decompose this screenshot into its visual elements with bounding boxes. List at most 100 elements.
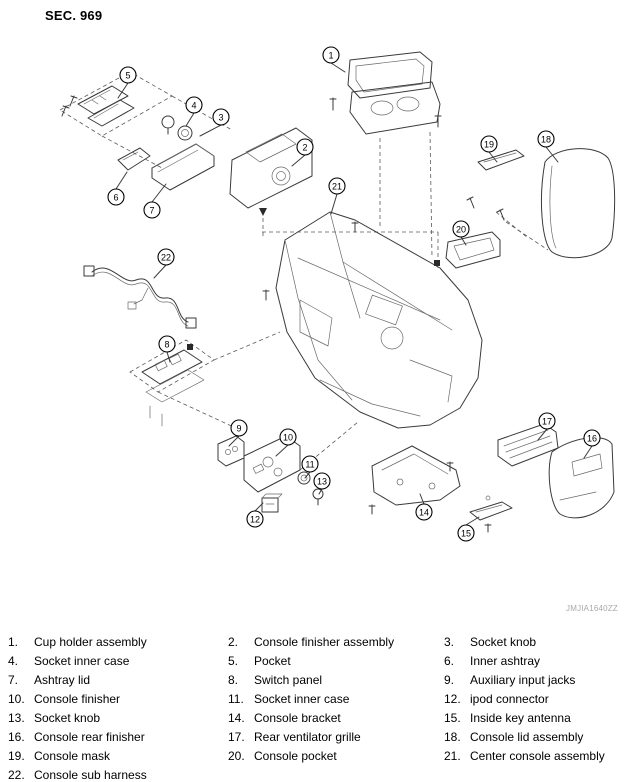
svg-text:13: 13 <box>317 477 327 487</box>
part-console-bracket <box>371 445 461 506</box>
callout-5: 5 <box>119 66 137 84</box>
legend-item-number: 15. <box>444 711 461 725</box>
parts-legend: 1. Cup holder assembly 2. Console finish… <box>8 636 618 782</box>
legend-item-1: 1. Cup holder assembly <box>8 636 228 649</box>
legend-item-10: 10. Console finisher <box>8 693 228 706</box>
arrow-down-icon <box>259 208 267 216</box>
legend-item-number: 6. <box>444 654 455 668</box>
legend-item-label: Cup holder assembly <box>34 635 147 649</box>
part-socket-knob-13 <box>312 488 324 506</box>
legend-item-number: 14. <box>228 711 245 725</box>
legend-item-label: Auxiliary input jacks <box>470 673 576 687</box>
part-socket-inner-case-4 <box>177 125 193 141</box>
exploded-diagram-svg: 1 2 3 4 5 6 7 8 9 10 11 12 13 14 15 16 1… <box>59 46 616 542</box>
svg-text:1: 1 <box>328 51 333 61</box>
svg-text:10: 10 <box>283 433 293 443</box>
legend-item-label: Console sub harness <box>34 768 147 782</box>
part-console-rear-finisher <box>548 437 615 519</box>
legend-item-label: ipod connector <box>470 692 549 706</box>
part-ipod-connector <box>261 493 283 513</box>
callout-16: 16 <box>583 429 601 447</box>
legend-item-20: 20. Console pocket <box>228 750 444 763</box>
svg-text:11: 11 <box>305 460 314 470</box>
callout-9: 9 <box>230 419 248 437</box>
legend-item-label: Socket knob <box>470 635 537 649</box>
legend-item-number: 7. <box>8 673 19 687</box>
part-console-mask <box>477 149 525 171</box>
figure-id: JMJIA1640ZZ <box>566 604 618 613</box>
svg-text:5: 5 <box>125 71 130 81</box>
svg-text:20: 20 <box>456 225 466 235</box>
legend-item-14: 14. Console bracket <box>228 712 444 725</box>
legend-item-label: Console lid assembly <box>470 730 584 744</box>
callout-11: 11 <box>301 455 319 473</box>
legend-item-17: 17. Rear ventilator grille <box>228 731 444 744</box>
legend-item-number: 18. <box>444 730 461 744</box>
callout-19: 19 <box>480 135 498 153</box>
svg-text:15: 15 <box>461 529 471 539</box>
legend-item-label: Console pocket <box>254 749 337 763</box>
legend-item-19: 19. Console mask <box>8 750 228 763</box>
callout-2: 2 <box>296 138 314 156</box>
legend-item-number: 12. <box>444 692 461 706</box>
callout-1: 1 <box>322 46 340 64</box>
assembly-guide-lines <box>59 71 549 471</box>
legend-item-number: 5. <box>228 654 239 668</box>
legend-item-6: 6. Inner ashtray <box>444 655 618 668</box>
legend-item-label: Center console assembly <box>470 749 605 763</box>
legend-item-number: 8. <box>228 673 239 687</box>
screws <box>61 95 505 533</box>
legend-item-number: 22. <box>8 768 25 782</box>
legend-item-label: Switch panel <box>254 673 323 687</box>
callout-21: 21 <box>328 177 346 195</box>
callout-8: 8 <box>158 335 176 353</box>
legend-item-label: Inner ashtray <box>470 654 541 668</box>
callout-4: 4 <box>185 96 203 114</box>
legend-item-label: Rear ventilator grille <box>254 730 361 744</box>
legend-item-2: 2. Console finisher assembly <box>228 636 444 649</box>
svg-text:4: 4 <box>191 101 196 111</box>
part-console-pocket <box>445 231 501 269</box>
legend-item-number: 1. <box>8 635 19 649</box>
legend-item-label: Pocket <box>254 654 291 668</box>
svg-text:9: 9 <box>236 424 241 434</box>
part-console-finisher-assembly <box>229 127 313 209</box>
svg-text:19: 19 <box>484 140 494 150</box>
legend-item-label: Console rear finisher <box>34 730 145 744</box>
legend-item-number: 4. <box>8 654 19 668</box>
legend-item-21: 21. Center console assembly <box>444 750 618 763</box>
callout-18: 18 <box>537 130 555 148</box>
svg-text:14: 14 <box>419 508 429 518</box>
legend-item-number: 3. <box>444 635 455 649</box>
legend-item-number: 2. <box>228 635 239 649</box>
part-inside-key-antenna <box>469 495 513 521</box>
legend-item-number: 17. <box>228 730 245 744</box>
callout-3: 3 <box>212 108 230 126</box>
legend-item-3: 3. Socket knob <box>444 636 618 649</box>
part-console-lid-assembly <box>541 148 616 259</box>
legend-item-label: Inside key antenna <box>470 711 571 725</box>
svg-text:3: 3 <box>218 113 223 123</box>
legend-item-22: 22. Console sub harness <box>8 769 228 782</box>
legend-item-number: 16. <box>8 730 25 744</box>
legend-item-number: 11. <box>228 692 244 706</box>
callout-14: 14 <box>415 503 433 521</box>
legend-item-11: 11. Socket inner case <box>228 693 444 706</box>
legend-item-number: 13. <box>8 711 25 725</box>
legend-item-9: 9. Auxiliary input jacks <box>444 674 618 687</box>
legend-item-label: Console finisher assembly <box>254 635 395 649</box>
legend-item-15: 15. Inside key antenna <box>444 712 618 725</box>
legend-item-18: 18. Console lid assembly <box>444 731 618 744</box>
part-cup-holder-assembly <box>347 51 441 135</box>
svg-text:8: 8 <box>164 340 169 350</box>
callout-15: 15 <box>457 524 475 542</box>
legend-item-13: 13. Socket knob <box>8 712 228 725</box>
legend-item-number: 21. <box>444 749 461 763</box>
part-pocket-5 <box>77 85 135 127</box>
svg-text:21: 21 <box>332 182 342 192</box>
callout-7: 7 <box>143 201 161 219</box>
svg-text:17: 17 <box>542 417 552 427</box>
legend-item-7: 7. Ashtray lid <box>8 674 228 687</box>
svg-text:22: 22 <box>161 253 171 263</box>
svg-text:7: 7 <box>149 206 154 216</box>
